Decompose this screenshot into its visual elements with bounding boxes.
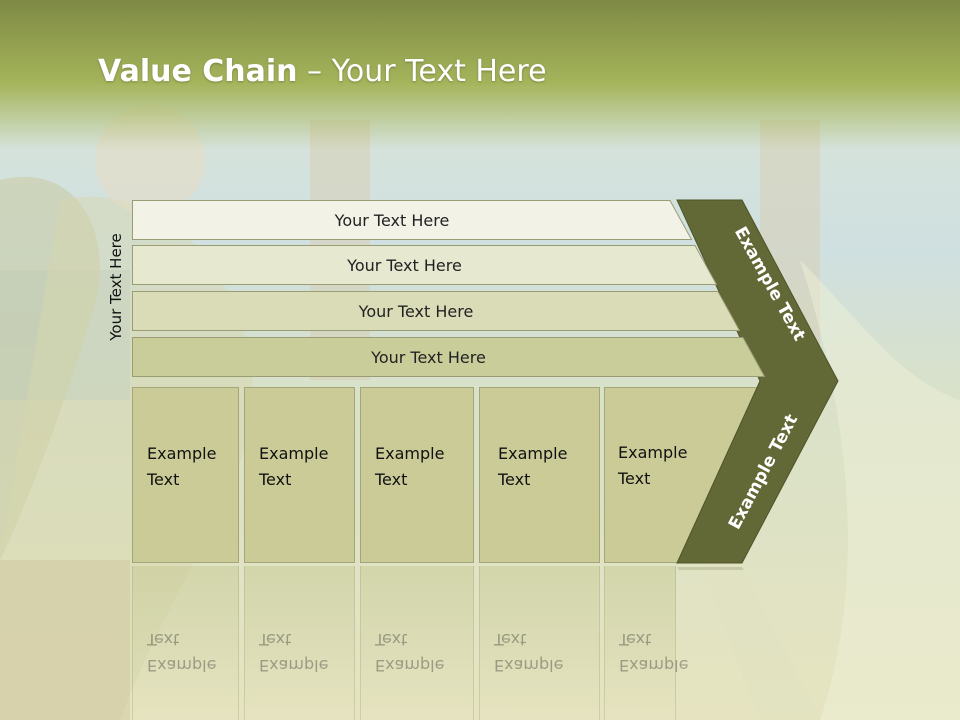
activity-box: Example Text: [479, 387, 600, 563]
title-bar: [0, 0, 960, 150]
bar-label: Your Text Here: [371, 347, 486, 367]
title-rest: – Your Text Here: [297, 54, 547, 89]
box-line1: Example: [618, 443, 688, 462]
title-bold: Value Chain: [98, 54, 298, 89]
activity-box: Example Text: [360, 387, 474, 563]
value-chain-bar: Your Text Here: [132, 291, 740, 331]
box-line2: Text: [618, 469, 651, 488]
box-line1: Example: [375, 444, 445, 463]
value-chain-arrow: [676, 199, 839, 570]
activity-box: Example Text: [604, 387, 704, 563]
box-line1: Example: [498, 444, 568, 463]
box-line1: Example: [147, 444, 217, 463]
box-line2: Text: [498, 470, 531, 489]
activity-box: Example Text: [244, 387, 355, 563]
value-chain-bar: Your Text Here: [132, 245, 717, 285]
box-line2: Text: [259, 470, 292, 489]
box-line2: Text: [147, 470, 180, 489]
value-chain-bar: Your Text Here: [132, 200, 692, 240]
value-chain-bar: Your Text Here: [132, 337, 765, 377]
box-line1: Example: [259, 444, 329, 463]
bar-label: Your Text Here: [358, 301, 474, 321]
bar-label: Your Text Here: [347, 255, 462, 275]
bar-label: Your Text Here: [334, 210, 450, 230]
activity-box: Example Text: [132, 387, 239, 563]
side-label: Your Text Here: [107, 233, 125, 341]
box-line2: Text: [375, 470, 408, 489]
slide-title: Value Chain – Your Text Here: [98, 54, 547, 89]
